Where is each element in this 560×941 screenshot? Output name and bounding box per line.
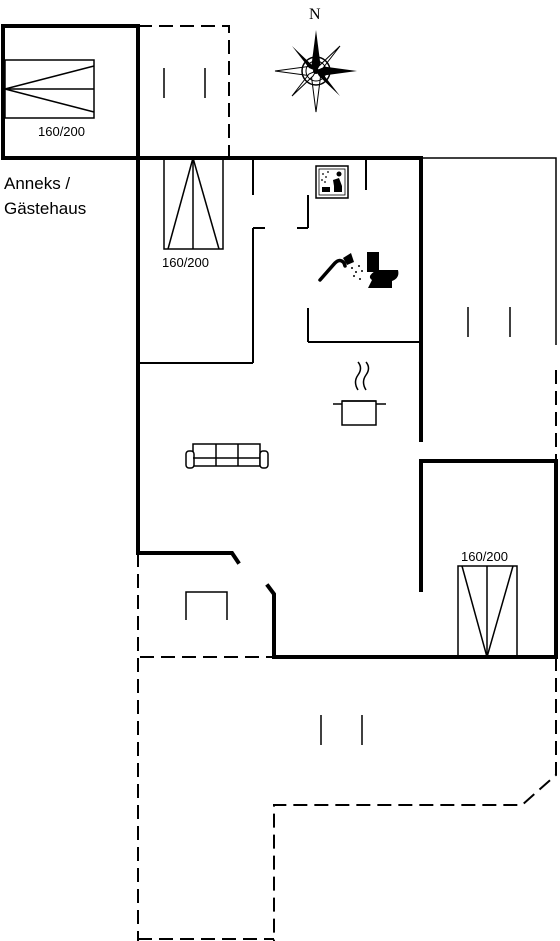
annex-label-line2: Gästehaus xyxy=(4,199,86,218)
kitchen-pot-icon xyxy=(333,361,386,426)
terrace-outlines xyxy=(137,157,557,941)
sauna-icon xyxy=(315,165,349,199)
bedroom-2-bed: 160/200 xyxy=(457,549,518,658)
bedroom-1-bed-label: 160/200 xyxy=(162,255,209,270)
sofa-icon xyxy=(185,443,269,469)
annex-bed-label: 160/200 xyxy=(38,124,85,139)
compass-rose-icon: N xyxy=(274,6,357,113)
main-house-walls xyxy=(136,156,558,659)
compass-north-label: N xyxy=(309,6,321,23)
shower-icon xyxy=(318,253,363,282)
bedroom-1-bed: 160/200 xyxy=(162,157,224,270)
annex: 160/200 xyxy=(1,24,230,160)
annex-label-line1: Anneks / xyxy=(4,174,70,193)
bedroom-2-bed-label: 160/200 xyxy=(461,549,508,564)
annex-bed: 160/200 xyxy=(4,59,95,139)
toilet-icon xyxy=(367,252,399,288)
